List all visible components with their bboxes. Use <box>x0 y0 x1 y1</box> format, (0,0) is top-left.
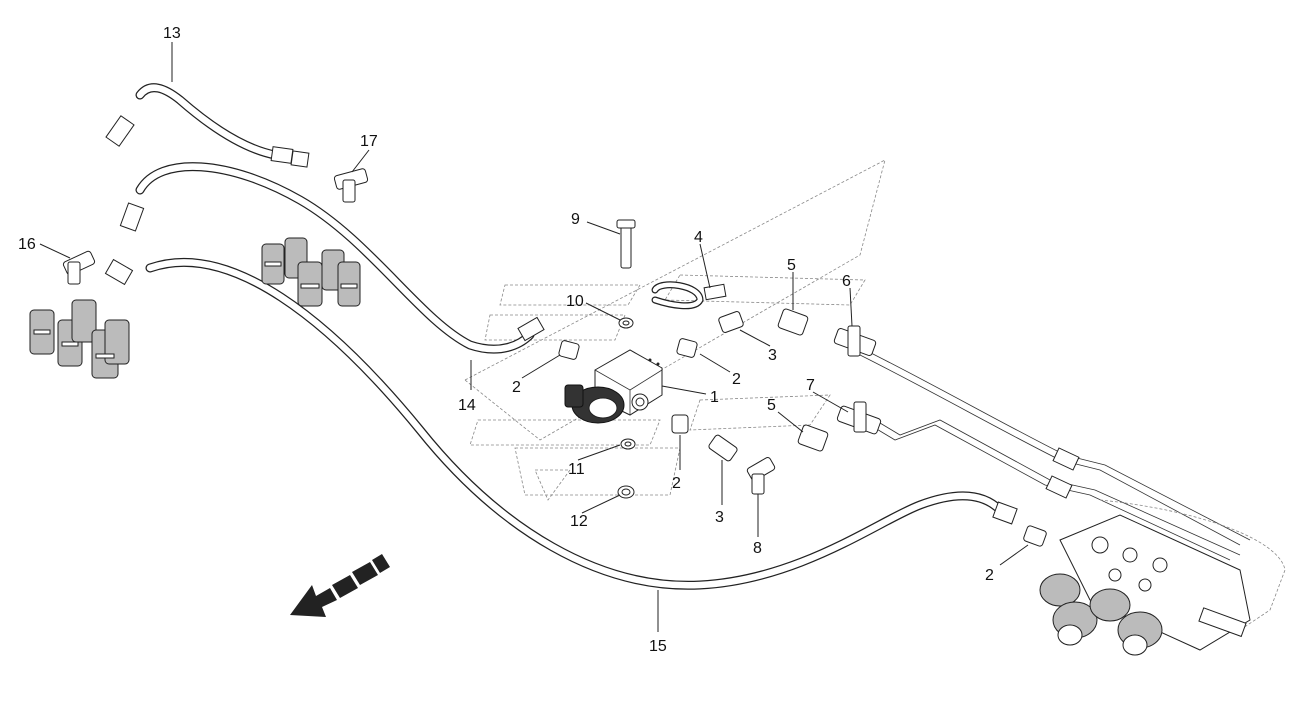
callout-15: 13 <box>163 25 181 42</box>
callout-16: 16 <box>18 236 36 253</box>
callout-2: 2 <box>985 567 994 584</box>
callout-17: 17 <box>360 133 378 150</box>
adapter-2b <box>676 338 698 358</box>
callout-2: 2 <box>512 379 521 396</box>
leader-lines <box>39 42 1029 632</box>
callout-5: 5 <box>787 257 796 274</box>
quick-coupler-cluster-upper <box>261 237 361 307</box>
fitting-5a <box>777 308 809 336</box>
callout-4: 4 <box>694 229 703 246</box>
fitting-3a <box>718 311 744 333</box>
callout-1: 1 <box>710 389 719 406</box>
tee-6 <box>833 325 877 357</box>
hose-13 <box>104 258 1018 590</box>
adapter-2a <box>558 340 580 360</box>
callout-3: 3 <box>768 347 777 364</box>
washer-11 <box>620 438 636 450</box>
callout-2: 2 <box>672 475 681 492</box>
valve-supply-hoses <box>859 349 1251 561</box>
callout-11: 11 <box>568 461 585 478</box>
tube-4 <box>651 281 727 310</box>
callout-12: 12 <box>570 513 588 530</box>
tee-7 <box>836 401 882 435</box>
fitting-3b <box>708 434 738 462</box>
callout-13: 15 <box>649 638 667 655</box>
callout-7: 7 <box>806 377 815 394</box>
adapter-2d <box>1023 525 1047 547</box>
callout-3: 3 <box>715 509 724 526</box>
fitting-5b <box>797 424 829 452</box>
nut-12 <box>617 485 635 499</box>
bolt-9 <box>616 219 636 269</box>
washer-10 <box>618 317 634 329</box>
quick-coupler-cluster-lower <box>29 299 130 379</box>
callout-labels: 13 17 16 9 10 4 5 6 3 2 2 14 1 7 5 11 2 … <box>18 25 994 655</box>
callout-5: 5 <box>767 397 776 414</box>
callout-9: 9 <box>571 211 580 228</box>
solenoid-valve-block <box>564 349 663 424</box>
direction-arrow-icon <box>290 554 390 617</box>
callout-10: 10 <box>566 293 584 310</box>
tee-17 <box>333 168 369 203</box>
callout-6: 6 <box>842 273 851 290</box>
callout-8: 8 <box>753 540 762 557</box>
callout-14: 14 <box>458 397 476 414</box>
control-valve-block <box>1039 499 1286 656</box>
hose-14 <box>119 162 545 354</box>
adapter-2c <box>671 414 689 434</box>
tee-8 <box>746 457 776 495</box>
tee-16 <box>62 250 96 285</box>
callout-2: 2 <box>732 371 741 388</box>
hose-15 <box>105 83 310 168</box>
